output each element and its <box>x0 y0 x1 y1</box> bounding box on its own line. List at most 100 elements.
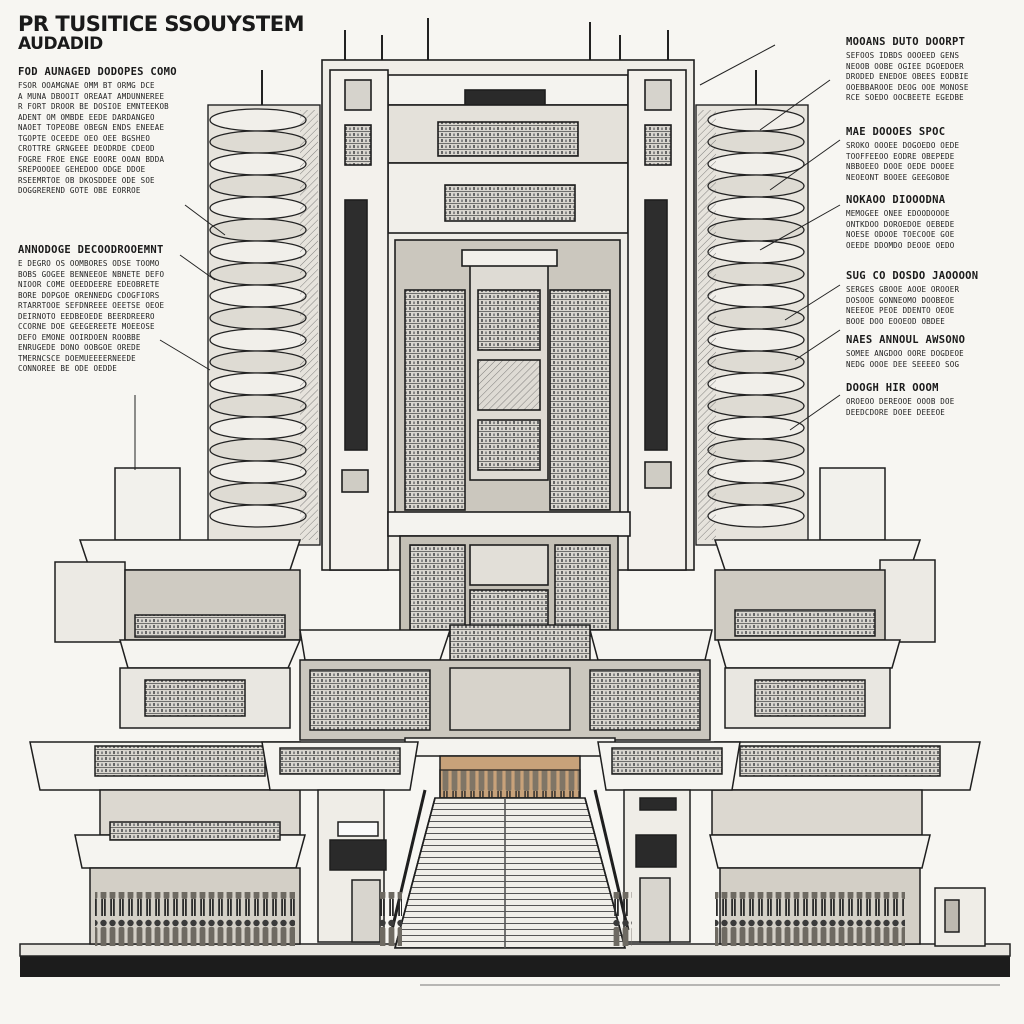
entrance-kiosks <box>317 789 691 943</box>
right-coil-ring <box>707 438 805 462</box>
right-coil-ring <box>707 240 805 264</box>
right-coil-tower <box>695 104 809 546</box>
right-coil-ring <box>707 306 805 330</box>
annotation-line: NEOOB OOBE OGIEE DGOEDOER <box>846 61 964 71</box>
annotation-line: SEFOOS IDBDS OOOEED GENS <box>846 51 960 60</box>
title-line-2: AUDADID <box>18 34 103 54</box>
annotation-heading: MOOANS DUTO DOORPT <box>846 36 966 48</box>
annotation-line: OEEDE DDOMDO DEOOE OEDO <box>846 240 955 250</box>
annotation-line: RTARRTOOE SEFDNREEE OEETSE OEOE <box>18 301 165 310</box>
annotation-line: DEFO EMONE OOIRDOEN ROOBBE <box>18 332 141 342</box>
right-coil-ring <box>707 460 805 484</box>
left-coil-tower <box>207 104 321 546</box>
right-coil-ring <box>707 350 805 374</box>
leader-lines <box>134 44 841 470</box>
annotation-line: SOMEE ANGDOO OORE DOGDEOE <box>846 349 964 358</box>
annotation-line: FOGRE FROE ENGE EOORE OOAN BDDA <box>18 154 165 164</box>
left-annotation-block-1: FOD AUNAGED DODOPES COMO FSOR OOAMGNAE O… <box>18 66 248 197</box>
left-coil-ring <box>209 482 307 506</box>
annotation-line: SERGES GBOOE AOOE OROOER <box>846 285 960 294</box>
annotation-line: BOOE DOO EOOEOD OBDEE <box>846 316 946 326</box>
annotation-line: TMERNCSCE DOEMUEEEERNEEDE <box>18 353 136 363</box>
annotation-heading: DOOGH HIR OOOM <box>846 382 939 394</box>
annotation-line: ADENT OM OMBDE EEDE DARDANGEO <box>18 112 155 122</box>
right-coil-ring <box>707 130 805 154</box>
annotation-line: NOESE ODOOE TOECOOE GOE <box>846 230 955 239</box>
right-coil-ring <box>707 372 805 396</box>
annotation-line: RSEEMRTOE OB DKOSDDEE ODE SOE <box>18 175 155 185</box>
annotation-line: DOGGREREND GOTE OBE EORROE <box>18 186 141 195</box>
poster-title: PR TUSITICE SSOUYSTEM AUDADID <box>18 12 305 55</box>
grand-staircase <box>390 789 630 949</box>
left-coil-ring <box>209 218 307 242</box>
left-coil-ring <box>209 372 307 396</box>
center-terraces <box>261 624 741 799</box>
annotation-heading: MAE DOOOES SPOC <box>846 126 946 138</box>
annotation-line: SROKO OOOEE DOGOEDO OEDE <box>846 141 960 150</box>
left-coil-ring <box>209 416 307 440</box>
annotation-line: E DEGRO OS OOMBORES ODSE TOOMO <box>18 259 160 268</box>
annotation-line: DRODED ENEDOE OBEES EODBIE <box>846 72 969 81</box>
annotation-line: R FORT DROOR BE DOSIOE EMNTEEKOB <box>18 102 169 111</box>
annotation-line: A MUNA DBOOIT OREAAT AMDUNNEREE <box>18 91 165 101</box>
central-core <box>321 59 695 637</box>
title-line-1: PR TUSITICE SSOUYSTEM <box>18 12 305 36</box>
left-coil-ring <box>209 394 307 418</box>
annotation-line: FSOR OOAMGNAE OMM BT ORMG DCE <box>18 81 155 90</box>
right-coil-ring <box>707 394 805 418</box>
annotation-line: DEIRNOTO EEDBEOEDE BEERDREERO <box>18 311 155 321</box>
right-coil-ring <box>707 262 805 286</box>
right-coil-ring <box>707 284 805 308</box>
annotation-line: BORE DOPGOE ORENNEDG CDOGFIORS <box>18 290 160 300</box>
annotation-line: NIOOR COME OEEDDEERE EDEOBRETE <box>18 280 160 289</box>
annotation-line: SREPOOOEE GEHEDOO ODGE DDOE <box>18 165 146 174</box>
right-coil-ring <box>707 196 805 220</box>
annotation-line: RCE SOEDO OOCBEETE EGEDBE <box>846 93 964 102</box>
annotation-line: DEEDCDORE DOEE DEEEOE <box>846 407 946 417</box>
annotation-line: NEEEOE PEOE DDENTO OEOE <box>846 306 955 315</box>
left-coil-ring <box>209 438 307 462</box>
annotation-line: NAOET TOPEOBE OBEGN ENDS ENEEAE <box>18 123 165 132</box>
crowd-left <box>95 892 295 946</box>
annotation-line: CCORNE DOE GEEGEREETE MOEEOSE <box>18 322 155 331</box>
annotation-line: ENRUGEDE DONO OOBGOE OREDE <box>18 343 141 352</box>
left-coil-ring <box>209 504 307 528</box>
right-annotation-block-6: DOOGH HIR OOOM OROEOO DEREOOE OOOB DOE D… <box>846 382 1016 418</box>
annotation-line: OOEBBAROOE DEOG OOE MONOSE <box>846 82 969 92</box>
annotation-line: OROEOO DEREOOE OOOB DOE <box>846 397 955 406</box>
right-annotation-block-5: NAES ANNOUL AWSONO SOMEE ANGDOO OORE DOG… <box>846 334 1016 370</box>
annotation-heading: NOKAOO DIOOODNA <box>846 194 946 206</box>
crowd-stairs <box>380 892 632 946</box>
right-annotation-block-2: MAE DOOOES SPOC SROKO OOOEE DOGOEDO OEDE… <box>846 126 1016 183</box>
annotation-line: BOBS GOGEE BENNEEOE NBNETE DEFO <box>18 269 165 279</box>
right-annotation-block-3: NOKAOO DIOOODNA MEMOGEE ONEE EDOODOOOE O… <box>846 194 1016 251</box>
right-coil-ring <box>707 108 805 132</box>
annotation-line: NEDG OOOE DEE SEEEEO SOG <box>846 359 960 369</box>
annotation-line: DOSOOE GONNEOMO DOOBEOE <box>846 295 955 305</box>
right-coil-ring <box>707 328 805 352</box>
left-wing-decks <box>29 467 306 945</box>
left-annotation-block-2: ANNODOGE DECOODROOEMNT E DEGRO OS OOMBOR… <box>18 244 248 375</box>
crowd-right <box>715 892 905 946</box>
annotation-heading: NAES ANNOUL AWSONO <box>846 334 966 346</box>
annotation-line: ONTKDOO DOROEDOE OEBEDE <box>846 219 955 229</box>
left-coil-ring <box>209 460 307 484</box>
right-coil-ring <box>707 504 805 528</box>
ground-base <box>19 943 1011 986</box>
right-coil-ring <box>707 152 805 176</box>
annotation-line: TOOFFEEOO EODRE OBEPEDE <box>846 151 955 161</box>
right-coil-ring <box>707 218 805 242</box>
right-coil-ring <box>707 174 805 198</box>
annotation-heading: ANNODOGE DECOODROOEMNT <box>18 244 164 256</box>
annotation-line: CONNOREE BE ODE OEDDE <box>18 364 118 373</box>
right-wing-decks <box>709 467 986 947</box>
annotation-line: NEOEONT BOOEE GEEGOBOE <box>846 172 950 182</box>
annotation-line: NBBOEEO DOOE OEDE DOOEE <box>846 162 955 171</box>
left-coil-ring <box>209 196 307 220</box>
right-annotation-block-1: MOOANS DUTO DOORPT SEFOOS IDBDS OOOEED G… <box>846 36 1016 104</box>
annotation-line: CROTTRE GRNGEEE DEODRDE CDEOD <box>18 144 155 153</box>
right-coil-ring <box>707 416 805 440</box>
right-coil-ring <box>707 482 805 506</box>
annotation-line: MEMOGEE ONEE EDOODOOOE <box>846 209 950 218</box>
